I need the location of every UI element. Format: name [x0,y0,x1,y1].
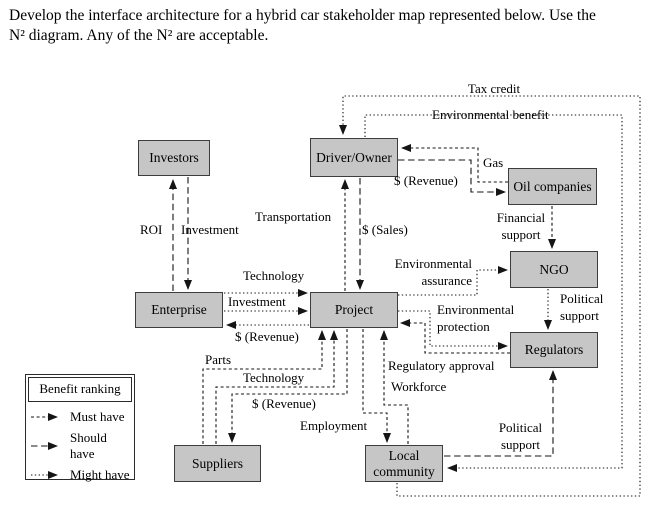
node-project: Project [310,292,398,328]
label-revenue-suppliers: $ (Revenue) [252,396,316,411]
should-have-line-icon [31,442,58,450]
label-environmental-assurance: Environmental assurance [394,256,472,288]
label-sales: $ (Sales) [362,222,408,237]
legend-item-might-have: Might have [26,462,134,483]
label-technology-suppliers: Technology [243,370,305,385]
label-political-support-local: Political support [498,420,543,452]
legend-label-must-have: Must have [70,409,125,424]
label-tax-credit: Tax credit [467,81,521,96]
label-revenue-to-oil: $ (Revenue) [394,173,458,188]
label-investment-investors: Investment [181,222,239,237]
label-environmental-benefit: Environmental benefit [432,107,549,122]
label-gas: Gas [483,155,504,170]
label-financial-support: Financial support [496,210,546,242]
label-revenue-enterprise: $ (Revenue) [235,329,299,344]
label-parts: Parts [205,352,231,367]
node-enterprise: Enterprise [135,292,223,328]
node-investors: Investors [138,140,210,176]
exercise-text-line2: N² diagram. Any of the N² are acceptable… [9,27,269,45]
label-investment-enterprise: Investment [228,294,286,309]
node-regulators: Regulators [510,332,598,368]
legend-label-should-have: Should have [70,430,107,461]
legend-box: Benefit ranking Must have Should have Mi… [25,374,135,483]
must-have-line-icon [31,413,58,421]
label-political-support-ngo: Political support [560,291,604,323]
node-local-community: Local community [365,445,443,482]
node-ngo: NGO [510,251,598,288]
node-suppliers: Suppliers [174,445,261,482]
node-oil-companies: Oil companies [508,168,597,205]
label-transportation: Transportation [255,209,332,224]
might-have-line-icon [31,471,58,479]
label-roi: ROI [140,222,163,237]
exercise-text-line1: Develop the interface architecture for a… [9,7,596,24]
label-regulatory-approval: Regulatory approval [388,358,495,373]
legend-label-might-have: Might have [70,467,130,482]
label-workforce: Workforce [391,379,447,394]
label-employment: Employment [300,418,368,433]
legend-title: Benefit ranking [28,377,132,402]
label-technology-enterprise: Technology [243,268,305,283]
node-driver-owner: Driver/Owner [310,138,398,177]
label-environmental-protection: Environmental protection [437,302,515,334]
legend-item-must-have: Must have [26,404,134,425]
exercise-text: Develop the interface architecture for a… [9,6,664,46]
legend-item-should-have: Should have [26,425,134,462]
